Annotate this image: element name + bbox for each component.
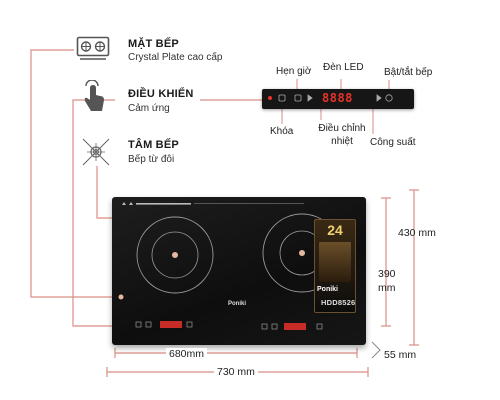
feature-title-control: ĐIỀU KHIỂN [128,88,194,100]
feature-title-coil: TÂM BẾP [128,139,179,151]
label-led: Đèn LED [323,62,364,73]
brand-logo: Poniki [228,301,247,307]
dim-width-inner: 680mm [166,348,208,360]
product-badge: 24 Poniki HDD8526 [314,219,356,313]
badge-number: 24 [327,222,343,238]
feature-subtitle-coil: Bếp từ đôi [128,154,175,165]
callout-line-surface [30,49,120,298]
control-panel-strip: 8888 [262,89,414,109]
badge-model: HDD8526 [321,298,356,307]
grid-plate-icon [76,36,110,67]
dim-height-outer: 430 mm [398,227,436,239]
label-temperature: Điều chỉnh nhiệt [318,123,366,147]
label-power-toggle: Bật/tắt bếp [384,67,433,78]
touch-hand-icon [80,79,108,121]
feature-subtitle-control: Cảm ứng [128,103,170,114]
left-burner [136,216,214,294]
panel-led-display: 8888 [322,91,353,105]
feature-title-surface: MẶT BẾP [128,38,179,50]
label-lock: Khóa [270,126,294,137]
badge-image [319,242,351,282]
label-wattage: Công suất [370,137,416,148]
dim-depth: 55 mm [384,349,417,361]
dim-height-inner: 390 mm [378,268,396,294]
induction-coil-icon [80,136,112,173]
label-timer: Hẹn giờ [276,66,312,77]
badge-brand: Poniki [317,286,339,293]
feature-subtitle-surface: Crystal Plate cao cấp [128,52,223,63]
cooktop-glass: 24 Poniki HDD8526 Poniki [112,197,366,345]
dim-width-outer: 730 mm [214,366,258,378]
